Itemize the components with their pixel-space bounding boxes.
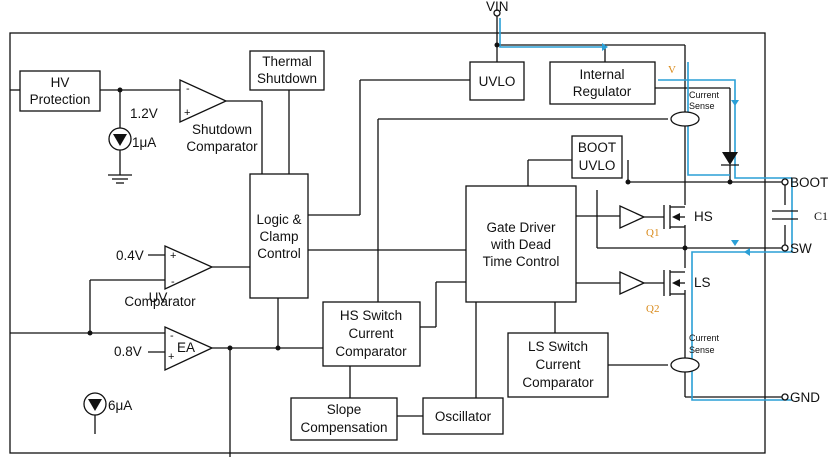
ls-switch-label-2: Current bbox=[535, 357, 580, 372]
logic-clamp-control-block bbox=[249, 173, 309, 299]
shutdown-ref-label: 1.2V bbox=[130, 106, 158, 121]
thermal-shutdown-label-1: Thermal bbox=[262, 54, 312, 69]
current-sense-top-label-2: Sense bbox=[689, 101, 715, 111]
boot-pin-terminal bbox=[781, 178, 789, 186]
ls-buffer-icon bbox=[619, 270, 646, 296]
junction-dots bbox=[87, 42, 733, 351]
boot-uvlo-block bbox=[571, 135, 623, 179]
ic-outline bbox=[9, 32, 766, 454]
uv-ref-label: 0.4V bbox=[116, 248, 144, 263]
current-sense-top-label-1: Current bbox=[689, 90, 720, 100]
gate-driver-label-3: Time Control bbox=[483, 254, 560, 269]
gate-driver-label-1: Gate Driver bbox=[486, 220, 556, 235]
shutdown-comparator-label-1: Shutdown bbox=[192, 122, 252, 137]
ea-ref-label: 0.8V bbox=[114, 344, 142, 359]
hs-label: HS bbox=[694, 209, 713, 224]
hs-switch-comparator-block bbox=[322, 301, 421, 367]
source-6ua-label: 6μA bbox=[108, 398, 132, 413]
slope-compensation-block bbox=[290, 397, 398, 441]
capacitor-c1-icon bbox=[772, 210, 798, 220]
slope-compensation-label-1: Slope bbox=[327, 402, 362, 417]
svg-text:-: - bbox=[170, 330, 174, 342]
internal-regulator-label-2: Regulator bbox=[573, 84, 632, 99]
current-sense-bottom-label-2: Sense bbox=[689, 345, 715, 355]
vin-pin-terminal bbox=[493, 9, 501, 17]
shutdown-comparator-icon bbox=[179, 78, 228, 124]
boot-uvlo-label-1: BOOT bbox=[578, 140, 616, 155]
wiring bbox=[10, 14, 786, 457]
sw-label: SW bbox=[790, 241, 812, 256]
shutdown-comparator-label-2: Comparator bbox=[186, 139, 258, 154]
hv-protection-block bbox=[19, 70, 101, 112]
boot-uvlo-label-2: UVLO bbox=[579, 158, 616, 173]
hs-switch-label-2: Current bbox=[348, 326, 393, 341]
thermal-shutdown-label-2: Shutdown bbox=[257, 71, 317, 86]
uv-comparator-label-2: Comparator bbox=[124, 294, 196, 309]
hs-switch-label-3: Comparator bbox=[335, 344, 407, 359]
internal-regulator-block bbox=[549, 61, 656, 105]
boot-diode-icon bbox=[721, 152, 739, 166]
ea-amplifier-icon bbox=[164, 325, 214, 372]
source-1ua-label: 1μA bbox=[132, 135, 156, 150]
logic-clamp-label-2: Clamp bbox=[259, 229, 298, 244]
hv-protection-label-2: Protection bbox=[30, 92, 91, 107]
sw-pin-terminal bbox=[781, 244, 789, 252]
hs-mosfet-icon bbox=[644, 205, 685, 229]
oscillator-label: Oscillator bbox=[435, 409, 492, 424]
logic-clamp-label-3: Control bbox=[257, 246, 301, 261]
svg-text:-: - bbox=[171, 276, 175, 288]
q2-label: Q2 bbox=[646, 303, 659, 315]
gnd-pin-terminal bbox=[781, 393, 789, 401]
uvlo-label: UVLO bbox=[479, 74, 516, 89]
current-sense-bottom-label-1: Current bbox=[689, 333, 720, 343]
ea-label: EA bbox=[177, 340, 195, 355]
hv-protection-label-1: HV bbox=[51, 75, 70, 90]
q1-label: Q1 bbox=[646, 227, 659, 239]
ls-switch-comparator-block bbox=[507, 332, 609, 398]
thermal-shutdown-block bbox=[249, 50, 325, 91]
current-source-6ua-icon bbox=[83, 392, 107, 416]
uv-comparator-label-1: UV bbox=[149, 290, 168, 305]
gate-driver-block bbox=[465, 185, 577, 303]
hs-switch-label-1: HS Switch bbox=[340, 308, 402, 323]
boot-label: BOOT bbox=[790, 175, 828, 190]
current-sense-top-icon bbox=[670, 111, 700, 127]
logic-clamp-label-1: Logic & bbox=[256, 212, 301, 227]
hs-buffer-icon bbox=[619, 204, 646, 230]
uv-comparator-icon bbox=[164, 244, 214, 291]
ls-switch-label-1: LS Switch bbox=[528, 339, 588, 354]
uvlo-block bbox=[469, 61, 525, 101]
svg-text:-: - bbox=[186, 83, 190, 95]
svg-text:+: + bbox=[170, 250, 176, 262]
v-annotation: V bbox=[668, 64, 676, 76]
slope-compensation-label-2: Compensation bbox=[300, 420, 387, 435]
current-path-highlight bbox=[499, 18, 793, 401]
c1-label: C1 bbox=[814, 209, 828, 223]
oscillator-block bbox=[422, 397, 504, 435]
svg-text:+: + bbox=[184, 107, 190, 119]
ls-switch-label-3: Comparator bbox=[522, 375, 594, 390]
gnd-label: GND bbox=[790, 390, 820, 405]
gate-driver-label-2: with Dead bbox=[490, 237, 551, 252]
current-source-1ua-icon bbox=[108, 127, 132, 151]
internal-regulator-label-1: Internal bbox=[579, 67, 624, 82]
vin-label: VIN bbox=[486, 0, 509, 14]
current-sense-bottom-icon bbox=[670, 357, 700, 373]
ls-mosfet-icon bbox=[644, 270, 685, 296]
svg-text:+: + bbox=[168, 351, 174, 363]
ls-label: LS bbox=[694, 275, 711, 290]
